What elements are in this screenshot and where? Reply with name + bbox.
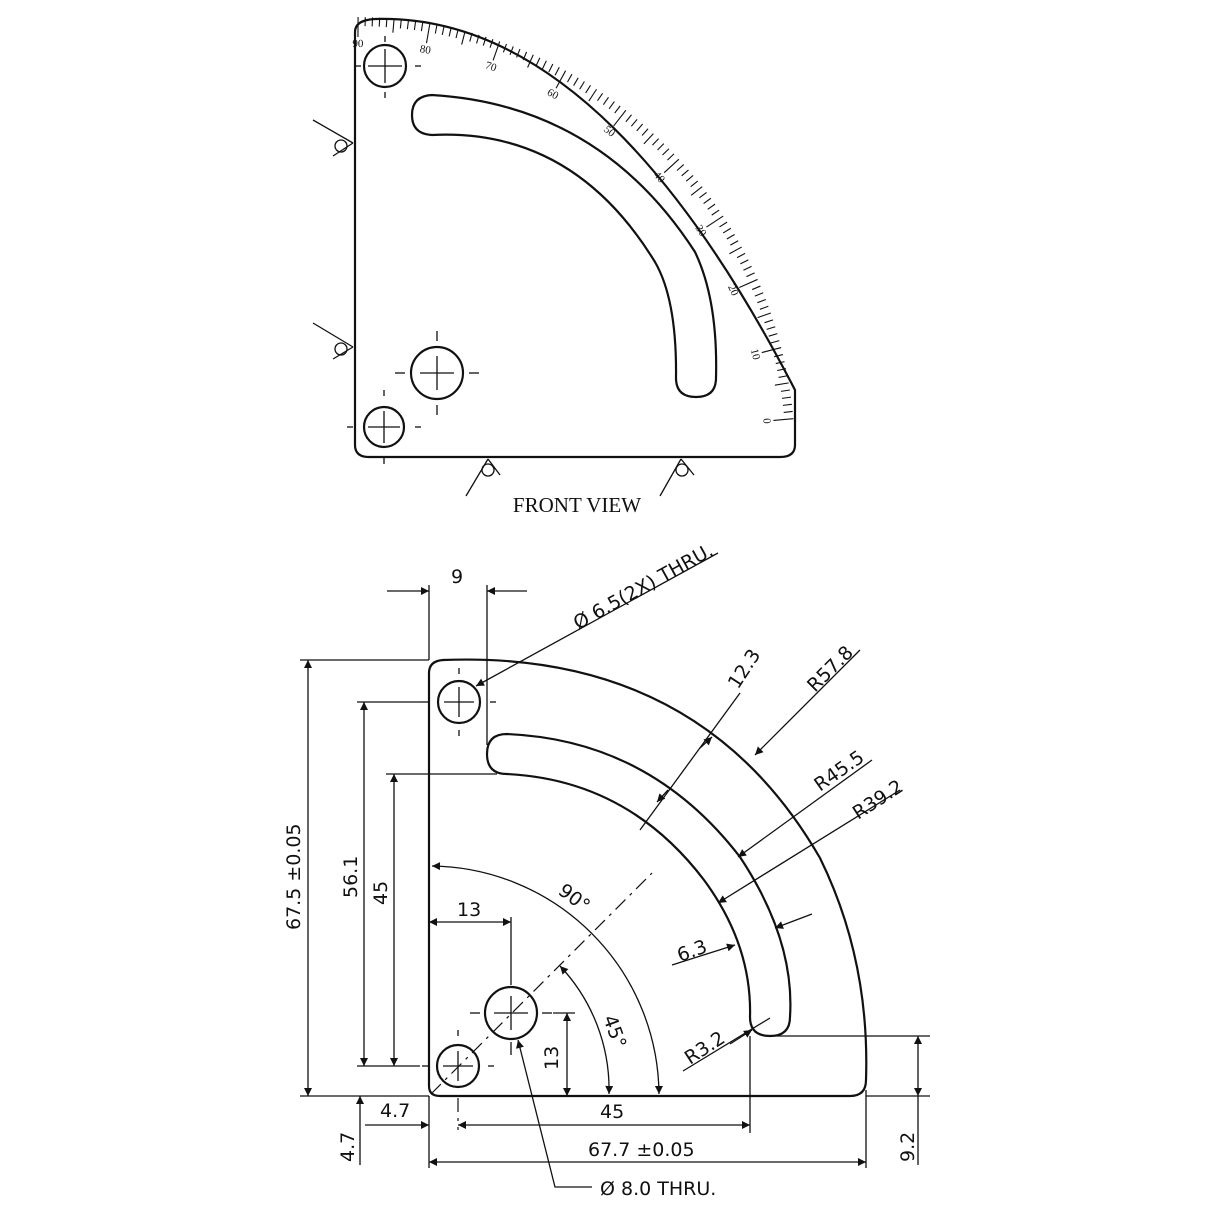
dimension-view: Ø 6.5(2X) THRU. Ø 8.0 THRU. 9 12.3 R57.8…	[283, 539, 930, 1200]
callout-hole-small: Ø 6.5(2X) THRU.	[570, 539, 717, 634]
front-hole-top	[355, 36, 421, 98]
dim-bottom-hole-y: 4.7	[337, 1132, 359, 1162]
svg-text:90: 90	[352, 38, 364, 50]
plate-outline	[427, 658, 868, 1098]
weld-symbol-left-bottom	[312, 322, 354, 360]
front-slot	[410, 93, 718, 399]
dim-top-width: 9	[451, 566, 463, 588]
svg-text:80: 80	[419, 43, 432, 57]
weld-symbol-bottom-left	[465, 458, 501, 497]
dim-bottom-hole-x: 4.7	[380, 1100, 410, 1122]
svg-text:60: 60	[545, 86, 561, 102]
hole-top-small	[420, 668, 496, 736]
dim-overall-width: 67.7 ±0.05	[588, 1139, 695, 1161]
front-hole-large	[395, 331, 479, 415]
weld-symbol-bottom-right	[659, 458, 695, 497]
svg-text:0: 0	[760, 418, 772, 425]
dim-angle-90: 90°	[554, 879, 594, 917]
dim-overall-height: 67.5 ±0.05	[283, 823, 305, 930]
front-hole-bottom	[347, 390, 421, 464]
dim-hole-y: 13	[541, 1046, 563, 1070]
dim-hole-spacing: 56.1	[340, 856, 362, 898]
callout-hole-large: Ø 8.0 THRU.	[600, 1178, 716, 1200]
slot-outline	[485, 732, 792, 1038]
dim-slot-end-x: 45	[600, 1101, 624, 1123]
dim-hole-x: 13	[457, 899, 481, 921]
svg-text:20: 20	[725, 283, 741, 298]
front-view-label: FRONT VIEW	[513, 493, 641, 517]
svg-text:70: 70	[484, 59, 499, 74]
dim-slot-width: 6.3	[674, 936, 710, 967]
dim-slot-end-height: 9.2	[897, 1132, 919, 1162]
hole-bottom-small	[422, 1030, 494, 1130]
hole-large	[470, 970, 552, 1055]
front-plate-outline	[353, 17, 797, 459]
dim-slot-inner-radius: R39.2	[849, 776, 908, 825]
dim-slot-end-radius: R3.2	[681, 1027, 729, 1069]
svg-text:50: 50	[601, 123, 617, 140]
weld-symbol-left-top	[312, 119, 354, 157]
dim-slot-radial: 12.3	[724, 645, 765, 692]
dim-outer-radius: R57.8	[803, 642, 858, 697]
svg-text:10: 10	[748, 347, 762, 361]
dim-slot-outer-radius: R45.5	[810, 746, 868, 796]
dim-slot-top-height: 45	[370, 881, 392, 905]
